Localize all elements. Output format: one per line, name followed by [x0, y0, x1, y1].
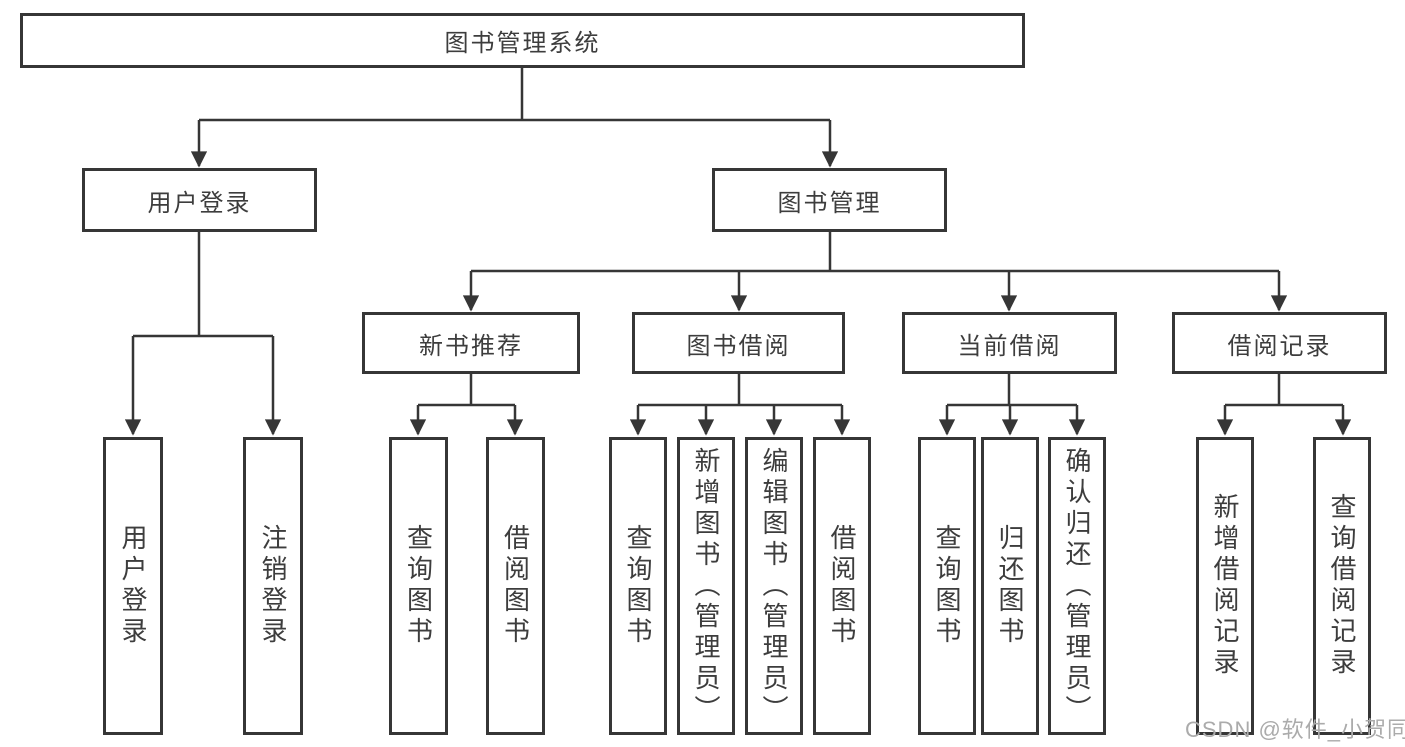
node-root: 图书管理系统 [20, 13, 1025, 68]
leaf-newbooks-query: 查询图书 [389, 437, 448, 735]
leaf-borrow-book-label: 借阅图书 [827, 524, 857, 648]
leaf-logout: 注销登录 [243, 437, 303, 735]
node-new-book-recommend-label: 新书推荐 [419, 332, 523, 360]
leaf-newbooks-borrow: 借阅图书 [486, 437, 545, 735]
leaf-borrow-edit-admin: 编辑图书（管理员） [745, 437, 803, 735]
leaf-current-query: 查询图书 [918, 437, 976, 735]
leaf-current-confirm-admin: 确认归还（管理员） [1048, 437, 1106, 735]
leaf-newbooks-query-label: 查询图书 [403, 524, 434, 648]
leaf-current-return: 归还图书 [981, 437, 1039, 735]
leaf-current-query-label: 查询图书 [932, 524, 962, 648]
node-book-management: 图书管理 [712, 168, 947, 232]
leaf-records-add: 新增借阅记录 [1196, 437, 1254, 735]
node-new-book-recommend: 新书推荐 [362, 312, 580, 374]
leaf-current-return-label: 归还图书 [995, 524, 1025, 648]
node-root-label: 图书管理系统 [444, 30, 601, 57]
leaf-borrow-edit-admin-label: 编辑图书（管理员） [759, 446, 789, 726]
leaf-records-add-label: 新增借阅记录 [1210, 493, 1240, 679]
leaf-borrow-book: 借阅图书 [813, 437, 871, 735]
leaf-borrow-query-label: 查询图书 [623, 524, 653, 648]
node-borrow-records-label: 借阅记录 [1227, 332, 1332, 360]
node-current-borrow-label: 当前借阅 [957, 332, 1062, 360]
leaf-current-confirm-admin-label: 确认归还（管理员） [1062, 446, 1092, 726]
leaf-newbooks-borrow-label: 借阅图书 [500, 524, 531, 648]
leaf-records-query-label: 查询借阅记录 [1327, 493, 1357, 679]
node-book-borrow: 图书借阅 [632, 312, 845, 374]
node-book-management-label: 图书管理 [777, 189, 882, 217]
leaf-user-login: 用户登录 [103, 437, 163, 735]
node-user-login-label: 用户登录 [147, 189, 252, 217]
node-user-login: 用户登录 [82, 168, 317, 232]
leaf-borrow-query: 查询图书 [609, 437, 667, 735]
node-current-borrow: 当前借阅 [902, 312, 1117, 374]
leaf-borrow-add-admin-label: 新增图书（管理员） [691, 446, 721, 726]
leaf-logout-label: 注销登录 [258, 524, 288, 648]
node-borrow-records: 借阅记录 [1172, 312, 1387, 374]
leaf-borrow-add-admin: 新增图书（管理员） [677, 437, 735, 735]
node-book-borrow-label: 图书借阅 [686, 332, 791, 360]
leaf-records-query: 查询借阅记录 [1313, 437, 1371, 735]
leaf-user-login-label: 用户登录 [118, 524, 148, 648]
